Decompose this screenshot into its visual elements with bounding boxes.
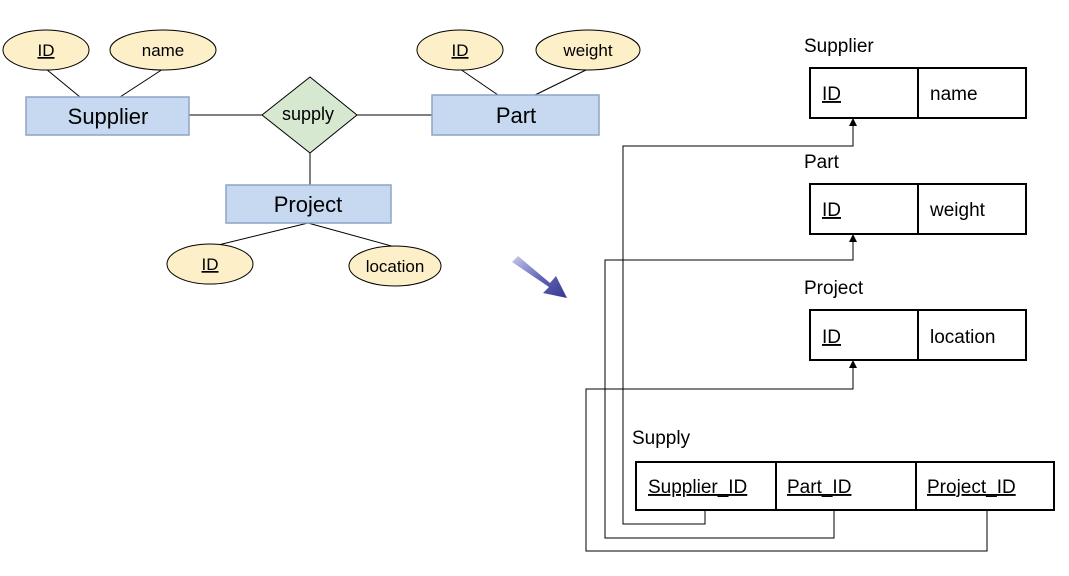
fk-project-arrowhead-icon [849, 360, 857, 368]
part-table-col-id: ID [822, 200, 841, 221]
er-connectors [45, 68, 589, 248]
fk-part-line [604, 237, 854, 539]
supply-relationship: supply [261, 76, 358, 154]
project-location-connector [307, 222, 396, 248]
part-entity-label: Part [496, 103, 536, 128]
supplier-table-col-id: ID [822, 84, 841, 105]
supplier-table-title: Supplier [804, 36, 874, 57]
part-id-attribute: ID [416, 29, 504, 71]
supplier-table [809, 67, 1027, 119]
project-location-attribute-label: location [366, 257, 425, 276]
project-entity-label: Project [274, 192, 342, 217]
part-table [809, 183, 1027, 235]
part-table-title: Part [804, 152, 839, 173]
project-table [809, 309, 1027, 361]
supply-table-title: Supply [632, 428, 691, 449]
project-table-title: Project [804, 278, 864, 299]
supplier-entity: Supplier [25, 96, 190, 136]
supplier-id-attribute: ID [2, 29, 90, 71]
supplier-name-attribute: name [109, 29, 217, 71]
part-entity: Part [431, 94, 600, 136]
project-id-attribute: ID [166, 243, 254, 285]
part-weight-connector [534, 68, 589, 96]
fk-project-line [585, 363, 988, 552]
supply-table-col-project-id: Project_ID [927, 477, 1016, 498]
supplier-entity-label: Supplier [68, 104, 149, 129]
supplier-name-connector [119, 68, 164, 98]
supply-table-col-supplier-id: Supplier_ID [648, 477, 747, 498]
supply-table-col-part-id: Part_ID [787, 477, 851, 498]
project-table-col-id: ID [822, 327, 841, 348]
transform-arrow-icon [512, 256, 567, 298]
supplier-name-attribute-label: name [142, 41, 185, 60]
project-id-attribute-label: ID [202, 255, 219, 274]
part-id-connector [459, 68, 499, 96]
supplier-id-attribute-label: ID [38, 41, 55, 60]
part-weight-attribute: weight [535, 29, 641, 71]
supply-relationship-label: supply [282, 104, 334, 124]
fk-supplier-arrowhead-icon [849, 118, 857, 126]
part-table-col-weight: weight [929, 200, 986, 221]
part-id-attribute-label: ID [452, 41, 469, 60]
supplier-table-col-name: name [930, 84, 978, 105]
part-weight-attribute-label: weight [562, 41, 612, 60]
supply-table [635, 461, 1055, 511]
project-entity: Project [225, 184, 392, 224]
fk-supplier-line [622, 121, 854, 525]
project-table-col-location: location [930, 327, 996, 348]
foreign-key-lines [585, 121, 988, 552]
supplier-id-connector [45, 68, 81, 98]
fk-part-arrowhead-icon [849, 234, 857, 242]
foreign-key-arrowheads [849, 118, 857, 368]
project-id-connector [209, 222, 309, 248]
project-location-attribute: location [348, 245, 442, 287]
